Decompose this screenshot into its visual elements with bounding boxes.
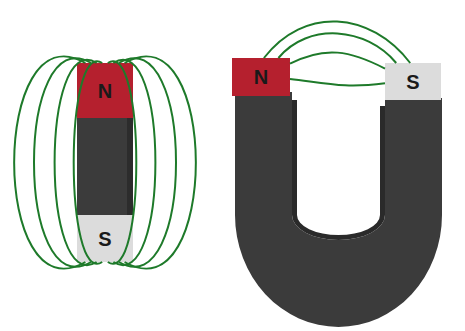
pole-label: N xyxy=(98,81,112,101)
field-line xyxy=(264,21,410,63)
field-line xyxy=(125,56,196,268)
pole-label: S xyxy=(98,229,111,249)
magnet-pole: S xyxy=(77,215,133,262)
bar-magnet-body xyxy=(77,116,133,217)
field-line xyxy=(278,33,396,63)
bar-magnet-shade xyxy=(127,116,133,217)
field-line xyxy=(14,56,85,268)
field-line xyxy=(290,52,385,68)
field-line xyxy=(119,58,176,267)
magnet-pole: N xyxy=(232,58,290,96)
field-line xyxy=(290,79,385,86)
field-line xyxy=(108,61,137,264)
field-line xyxy=(74,61,103,264)
horseshoe-magnet-body xyxy=(235,92,442,327)
magnet-pole: N xyxy=(77,63,133,118)
field-line xyxy=(34,58,91,267)
field-line xyxy=(55,60,97,265)
pole-label: N xyxy=(254,67,268,87)
pole-label: S xyxy=(406,72,419,92)
magnet-pole: S xyxy=(385,63,441,100)
field-line xyxy=(113,60,155,265)
horseshoe-inner-shade xyxy=(292,100,385,240)
